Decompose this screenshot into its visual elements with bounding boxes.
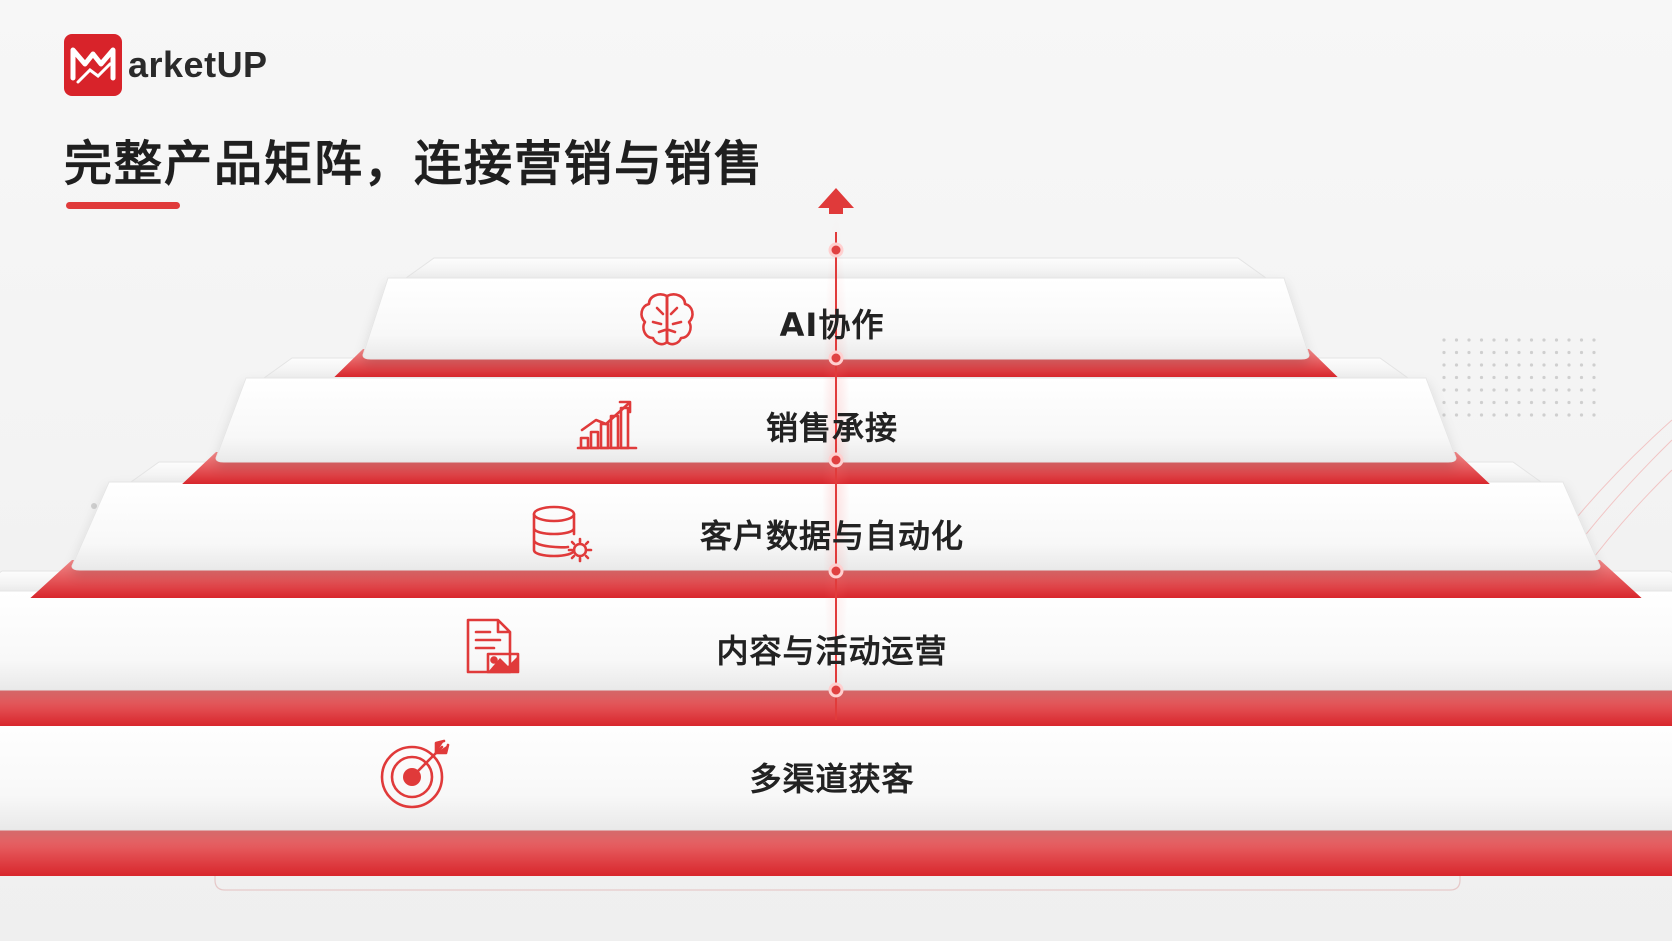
brand-name: arketUP: [128, 44, 268, 85]
database-gear-icon: [532, 505, 593, 563]
tier-front-face: [0, 713, 1672, 831]
brain-icon: [640, 293, 694, 346]
growth-chart-icon: [576, 400, 638, 450]
axis-node: [828, 350, 844, 366]
page-title: 完整产品矩阵，连接营销与销售: [64, 136, 765, 192]
axis-node: [828, 452, 844, 468]
tier-label: 客户数据与自动化: [699, 517, 965, 555]
document-image-icon: [466, 618, 520, 674]
axis-node: [828, 563, 844, 579]
target-arrow-icon: [380, 739, 450, 809]
dot-grid-right: [1442, 338, 1596, 417]
tier-label: 多渠道获客: [749, 760, 915, 798]
m-logo-icon: [64, 34, 122, 96]
brand-logo[interactable]: arketUP: [64, 34, 268, 96]
axis-node: [828, 682, 844, 698]
tier-label: AI协作: [779, 306, 885, 344]
title-underline: [66, 202, 180, 209]
axis-node: [828, 242, 844, 258]
tier-label: 销售承接: [765, 409, 899, 447]
tier-label: 内容与活动运营: [716, 632, 948, 670]
up-arrow-icon: [818, 188, 854, 214]
growth-axis: [818, 188, 854, 720]
tier-red-rim: [0, 820, 1672, 876]
